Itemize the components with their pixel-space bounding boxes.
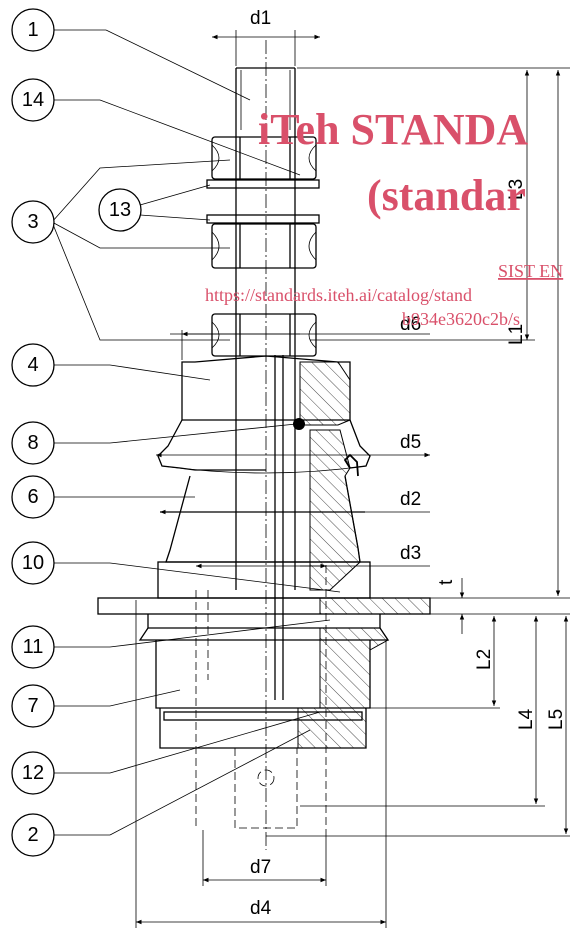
leader-lines (51, 29, 341, 836)
svg-text:14: 14 (22, 89, 44, 111)
svg-text:6: 6 (27, 486, 38, 508)
callout-13: 13 (98, 188, 142, 232)
dim-label-d7: d7 (250, 857, 271, 878)
callout-14: 14 (11, 78, 55, 122)
callout-8: 8 (11, 421, 55, 465)
svg-text:12: 12 (22, 762, 44, 784)
insulator-body (97, 355, 431, 829)
svg-text:11: 11 (23, 636, 44, 658)
top-nut-assembly (206, 136, 320, 357)
callout-10: 10 (11, 541, 55, 585)
dim-label-d6: d6 (400, 314, 421, 335)
svg-text:2: 2 (27, 824, 38, 846)
svg-text:7: 7 (27, 695, 38, 717)
watermark-line-4: https://standards.iteh.ai/catalog/stand (205, 285, 472, 305)
watermark-line-5: b934e3620c2b/s (402, 309, 520, 329)
callout-12: 12 (11, 751, 55, 795)
dim-label-d3: d3 (400, 543, 421, 564)
svg-text:10: 10 (22, 552, 44, 574)
dim-label-d1: d1 (250, 8, 271, 29)
callout-11: 11 (11, 625, 55, 669)
callout-2: 2 (11, 813, 55, 857)
section-hatching (297, 361, 431, 749)
svg-text:13: 13 (109, 199, 131, 221)
dim-label-t: t (436, 579, 457, 585)
dim-label-L1: L1 (506, 324, 527, 345)
dim-label-L3: L3 (506, 179, 527, 200)
dim-label-d5: d5 (400, 432, 421, 453)
svg-text:8: 8 (27, 432, 38, 454)
dim-label-L2: L2 (474, 649, 495, 670)
svg-text:3: 3 (27, 211, 38, 233)
dim-label-L4: L4 (516, 708, 537, 730)
dim-label-d2: d2 (400, 489, 421, 510)
svg-text:1: 1 (27, 19, 38, 41)
watermark-line-3: SIST EN (498, 261, 563, 281)
callout-1: 1 (11, 8, 55, 52)
callout-4: 4 (11, 343, 55, 387)
callout-6: 6 (11, 475, 55, 519)
svg-text:4: 4 (27, 354, 38, 376)
watermark-line-2: (standar (367, 171, 526, 220)
dim-label-d4: d4 (250, 898, 272, 919)
dim-label-L5: L5 (546, 709, 567, 730)
callout-3: 3 (11, 200, 55, 244)
dimension-lines (135, 30, 570, 928)
threaded-stud (235, 67, 296, 590)
o-ring-mark (293, 418, 305, 430)
watermark-line-1: iTeh STANDA (258, 105, 528, 154)
callout-7: 7 (11, 684, 55, 728)
